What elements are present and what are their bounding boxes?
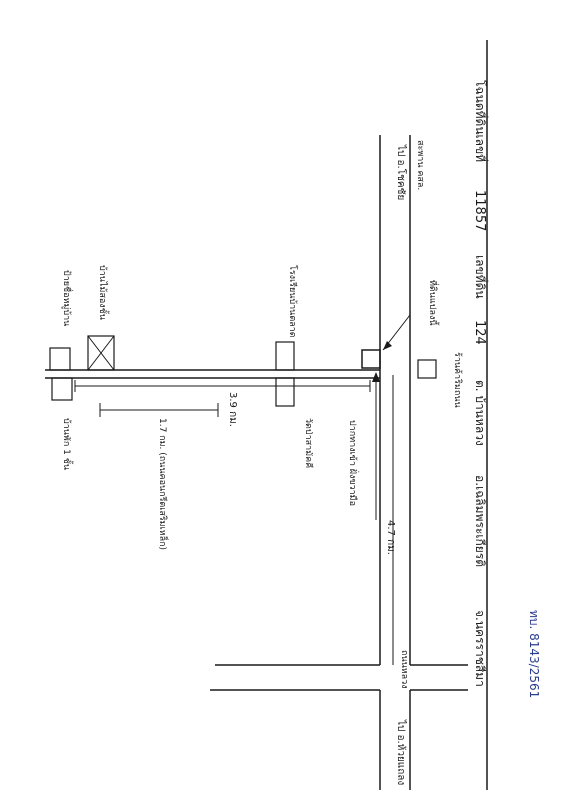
house-right-label: บ้านพัก 1 ชั้น: [61, 418, 74, 470]
junction-shop-label: ร้านค้าริมถนน: [452, 352, 463, 408]
junction-shop-box: [417, 359, 437, 379]
bottom-direction: ไป อ.ห้วยแถลง: [395, 719, 407, 785]
entrance-note: ปากทางเข้า ฝั่งขวามือ: [347, 420, 360, 506]
reference-number: ทบ. 8143/2561: [527, 610, 541, 698]
school-box: [275, 341, 295, 371]
house-left-box: [49, 347, 71, 371]
deed-label: โฉนดที่ดินเลขที่: [473, 80, 489, 162]
land-no-label: เลขที่ดิน: [473, 255, 489, 299]
building-cross-box: [87, 335, 115, 371]
top-direction: ไป อ.โชคชัย: [395, 144, 408, 200]
plot-pointer-head: [383, 341, 392, 350]
plot-target-label: ที่ดินแปลงนี้: [427, 280, 440, 326]
province: จ.นครราชสีมา: [473, 610, 487, 687]
plot-target-box: [361, 349, 381, 369]
school-label: โรงเรียนบ้านตลาด: [287, 265, 298, 338]
building-cross-b: [87, 335, 115, 371]
entrance-arrow-head: [372, 372, 380, 382]
side-road-distance: 4.7 กม.: [385, 520, 396, 555]
temple-label: วัดป่าสามัคคี: [303, 418, 314, 468]
deed-number: 11857: [472, 190, 487, 231]
lane-distance-total: 3.9 กม.: [227, 392, 238, 427]
bridge-note-label: สะพาน คสล.: [415, 140, 425, 190]
house-left-label: บ้านไม้สองชั้น: [97, 265, 110, 320]
main-road-name: ถนนหลวง: [399, 650, 409, 689]
lane-distance-part: 1.7 กม. (ถนนคอนกรีตเสริมเหล็ก): [157, 418, 170, 550]
land-no: 124: [472, 320, 487, 345]
subdistrict: ต. บ้านหลวง: [473, 380, 487, 446]
temple-box: [275, 377, 295, 407]
sign-note-label: ป้ายชื่อหมู่บ้าน: [61, 270, 74, 326]
house-right-box: [51, 377, 73, 401]
district: อ.เฉลิมพระเกียรติ: [473, 475, 487, 567]
